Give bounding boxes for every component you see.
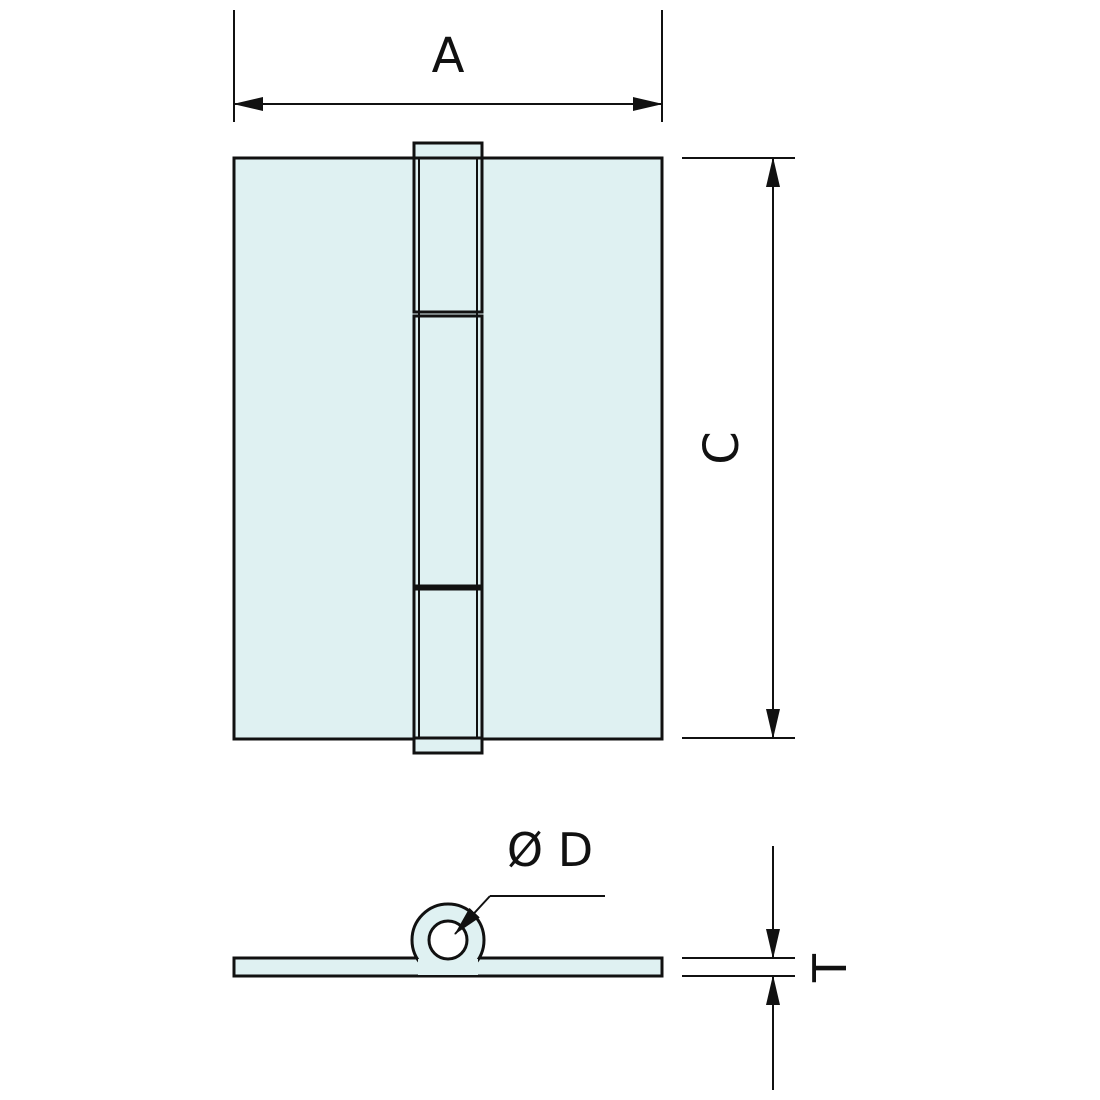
knuckle-bottom [412, 587, 484, 755]
front-view [232, 141, 664, 755]
leader-line-diagonal [454, 895, 491, 935]
label-pin-diameter: Ø D [507, 823, 593, 877]
label-thickness: T [803, 953, 857, 983]
knuckle-top [412, 141, 484, 314]
label-width: A [432, 28, 465, 84]
label-height: C [694, 431, 750, 465]
dimension-width: A [233, 10, 663, 122]
dimension-pin-diameter: Ø D [454, 823, 605, 935]
hinge-knuckle [412, 141, 484, 755]
knuckle-leaf-join [418, 959, 478, 975]
dimension-thickness: T [682, 846, 857, 1090]
dimension-height: C [682, 157, 795, 739]
side-view [232, 902, 664, 978]
knuckle-middle [412, 314, 484, 588]
